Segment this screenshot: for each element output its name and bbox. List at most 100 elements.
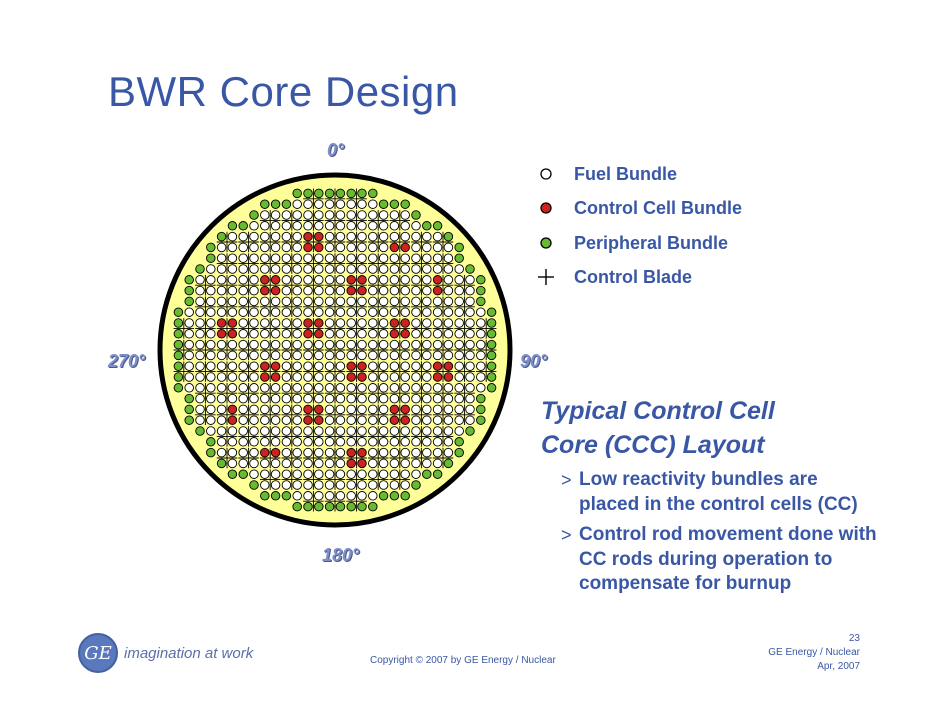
bundle-marker [400, 437, 410, 447]
bundle-marker [270, 296, 281, 307]
bundle-marker [281, 458, 292, 469]
bundle-marker [238, 415, 248, 425]
bundle-marker [303, 415, 313, 425]
control-blade-marker [216, 231, 238, 253]
bundle-marker [303, 329, 313, 339]
control-blade-marker [195, 404, 216, 426]
control-blade-marker [303, 361, 324, 382]
bundle-marker [378, 264, 389, 274]
control-blade-marker [454, 274, 475, 296]
bundle-marker [400, 285, 410, 296]
control-blade-marker [303, 382, 324, 404]
control-blade-marker [346, 210, 367, 231]
bundle-marker [249, 296, 259, 307]
bundle-marker [432, 318, 443, 328]
bundle-marker [324, 210, 335, 220]
bundle-marker [324, 491, 335, 501]
bundle-marker [465, 264, 475, 274]
bundle-marker [303, 275, 313, 285]
bundle-marker [314, 253, 324, 263]
bundle-marker [346, 264, 356, 274]
legend-control-blade: Control Blade [534, 265, 692, 289]
control-blade-marker [303, 210, 324, 231]
bundle-marker [324, 458, 335, 469]
bundle-marker [357, 491, 367, 501]
bundle-marker [238, 447, 248, 458]
bundle-marker [314, 469, 324, 479]
legend-label: Control Cell Bundle [574, 197, 742, 218]
bundle-marker [432, 221, 443, 231]
bundle-marker [378, 329, 389, 339]
bundle-marker [411, 480, 421, 490]
bundle-marker [260, 329, 270, 339]
bundle-marker [314, 480, 324, 490]
bundle-marker [400, 221, 410, 231]
control-blade-marker [259, 382, 281, 404]
bundle-marker [335, 318, 346, 328]
bundle-marker [206, 285, 216, 296]
control-blade-marker [303, 426, 324, 447]
bundle-marker [368, 361, 378, 371]
bundle-marker [227, 393, 238, 404]
bundle-marker [314, 296, 324, 307]
bundle-marker [303, 361, 313, 371]
bundle-marker [443, 393, 454, 404]
bundle-marker [368, 253, 378, 263]
control-blade-icon [534, 265, 558, 289]
bundle-marker [227, 231, 238, 242]
bundle-marker [324, 469, 335, 479]
bundle-marker [432, 404, 443, 415]
control-blade-marker [195, 318, 216, 339]
bundle-marker [249, 469, 259, 479]
bundle-marker [454, 264, 464, 274]
bundle-marker [411, 296, 421, 307]
bundle-marker [368, 350, 378, 361]
bundle-marker [486, 307, 497, 317]
bullet-marker: > [561, 470, 572, 490]
bundle-marker [422, 426, 432, 436]
bundle-marker [400, 275, 410, 285]
bundle-marker [422, 350, 432, 361]
control-blade-marker [432, 318, 454, 339]
bundle-marker [270, 372, 281, 382]
bundle-marker [335, 231, 346, 242]
bundle-marker [303, 491, 313, 501]
bundle-marker [270, 491, 281, 501]
control-blade-marker [216, 253, 238, 274]
bundle-marker [346, 329, 356, 339]
bundle-marker [292, 404, 302, 415]
bundle-marker [227, 264, 238, 274]
control-blade-marker [454, 339, 475, 361]
bundle-marker [389, 199, 400, 209]
control-blade-marker [454, 404, 475, 426]
control-blade-marker [324, 296, 346, 318]
control-blade-marker [259, 426, 281, 447]
bundle-marker [260, 275, 270, 285]
control-blade-marker [281, 469, 303, 490]
control-blade-marker [303, 469, 324, 490]
bundle-marker [216, 339, 227, 350]
bundle-marker [303, 501, 313, 512]
bundle-marker [335, 350, 346, 361]
control-blade-marker [411, 426, 432, 447]
bundle-marker [184, 296, 194, 307]
control-blade-marker [303, 188, 324, 210]
bundle-marker [238, 404, 248, 415]
control-blade-marker [324, 404, 346, 426]
bundle-marker [346, 393, 356, 404]
control-blade-marker [454, 318, 475, 339]
control-blade-marker [259, 469, 281, 490]
bundle-marker [389, 372, 400, 382]
bundle-marker [432, 296, 443, 307]
bundle-marker [389, 491, 400, 501]
bundle-marker [432, 242, 443, 253]
bundle-marker [378, 318, 389, 328]
control-blade-marker [238, 426, 259, 447]
bundle-marker [346, 404, 356, 415]
bundle-marker [400, 296, 410, 307]
bundle-marker [368, 231, 378, 242]
bundle-marker [249, 350, 259, 361]
bundle-marker [454, 393, 464, 404]
bundle-marker [378, 480, 389, 490]
bundle-marker [173, 339, 184, 350]
